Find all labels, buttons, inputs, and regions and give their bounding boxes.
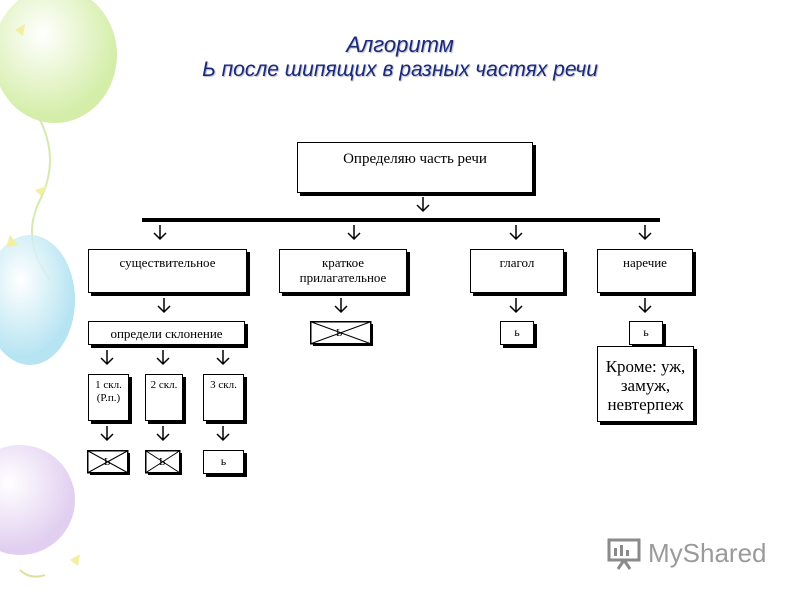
noun-box: существительное bbox=[88, 249, 247, 293]
title-line-2: Ь после шипящих в разных частях речи bbox=[202, 58, 598, 81]
declension-1-label: 1 скл. (Р.п.) bbox=[95, 379, 122, 404]
exceptions-box: Кроме: уж, замуж, невтерпеж bbox=[597, 346, 694, 422]
declension-1-result-crossed bbox=[87, 450, 130, 475]
declension-3-box: 3 скл. bbox=[203, 374, 244, 421]
noun-label: существительное bbox=[119, 255, 216, 270]
arrow-adverb-down bbox=[638, 298, 652, 314]
root-box: Определяю часть речи bbox=[297, 142, 533, 193]
arrow-short-adj-down bbox=[334, 298, 348, 314]
short-adj-result-crossed bbox=[310, 321, 373, 346]
short-adj-result-sign: Ь bbox=[336, 327, 343, 339]
arrow-noun-down bbox=[157, 298, 171, 314]
arrow-to-noun bbox=[153, 225, 167, 241]
branch-bar bbox=[142, 218, 660, 222]
exceptions-label: Кроме: уж, замуж, невтерпеж bbox=[605, 357, 686, 414]
adverb-result-sign: ь bbox=[643, 325, 649, 339]
arrow-to-short-adj bbox=[347, 225, 361, 241]
declension-1-result-sign: Ь bbox=[104, 456, 111, 468]
adverb-label: наречие bbox=[623, 255, 667, 270]
declension-2-result-sign: Ь bbox=[159, 456, 166, 468]
arrow-d1-down bbox=[100, 426, 114, 442]
adverb-result-box: ь bbox=[629, 321, 663, 345]
arrow-to-d1 bbox=[100, 350, 114, 366]
root-label: Определяю часть речи bbox=[343, 151, 487, 167]
presentation-board-icon bbox=[607, 538, 641, 570]
declension-3-label: 3 скл. bbox=[210, 379, 237, 391]
declension-2-label: 2 скл. bbox=[150, 379, 178, 391]
declension-box: определи склонение bbox=[88, 321, 245, 345]
verb-result-box: ь bbox=[500, 321, 534, 345]
arrow-to-verb bbox=[509, 225, 523, 241]
declension-3-result-sign: ь bbox=[220, 454, 227, 468]
declension-label: определи склонение bbox=[110, 326, 223, 341]
arrow-root-down bbox=[416, 197, 430, 213]
brand-name: MyShared bbox=[648, 537, 767, 568]
short-adj-label: краткое прилагательное bbox=[299, 255, 387, 285]
balloons-decoration bbox=[0, 0, 117, 578]
declension-2-result-crossed bbox=[145, 450, 182, 475]
verb-result-sign: ь bbox=[514, 325, 520, 339]
arrow-d2-down bbox=[156, 426, 170, 442]
verb-box: глагол bbox=[470, 249, 564, 293]
short-adj-box: краткое прилагательное bbox=[279, 249, 407, 293]
arrow-to-adverb bbox=[638, 225, 652, 241]
arrow-verb-down bbox=[509, 298, 523, 314]
declension-3-result-box: ь bbox=[203, 450, 244, 474]
arrow-d3-down bbox=[216, 426, 230, 442]
declension-2-box: 2 скл. bbox=[145, 374, 183, 421]
brand-watermark: MyShared bbox=[606, 536, 767, 570]
title-line-1: Алгоритм bbox=[346, 32, 454, 57]
adverb-box: наречие bbox=[597, 249, 693, 293]
declension-1-box: 1 скл. (Р.п.) bbox=[88, 374, 129, 421]
verb-label: глагол bbox=[499, 255, 535, 270]
arrow-to-d3 bbox=[216, 350, 230, 366]
arrow-to-d2 bbox=[156, 350, 170, 366]
